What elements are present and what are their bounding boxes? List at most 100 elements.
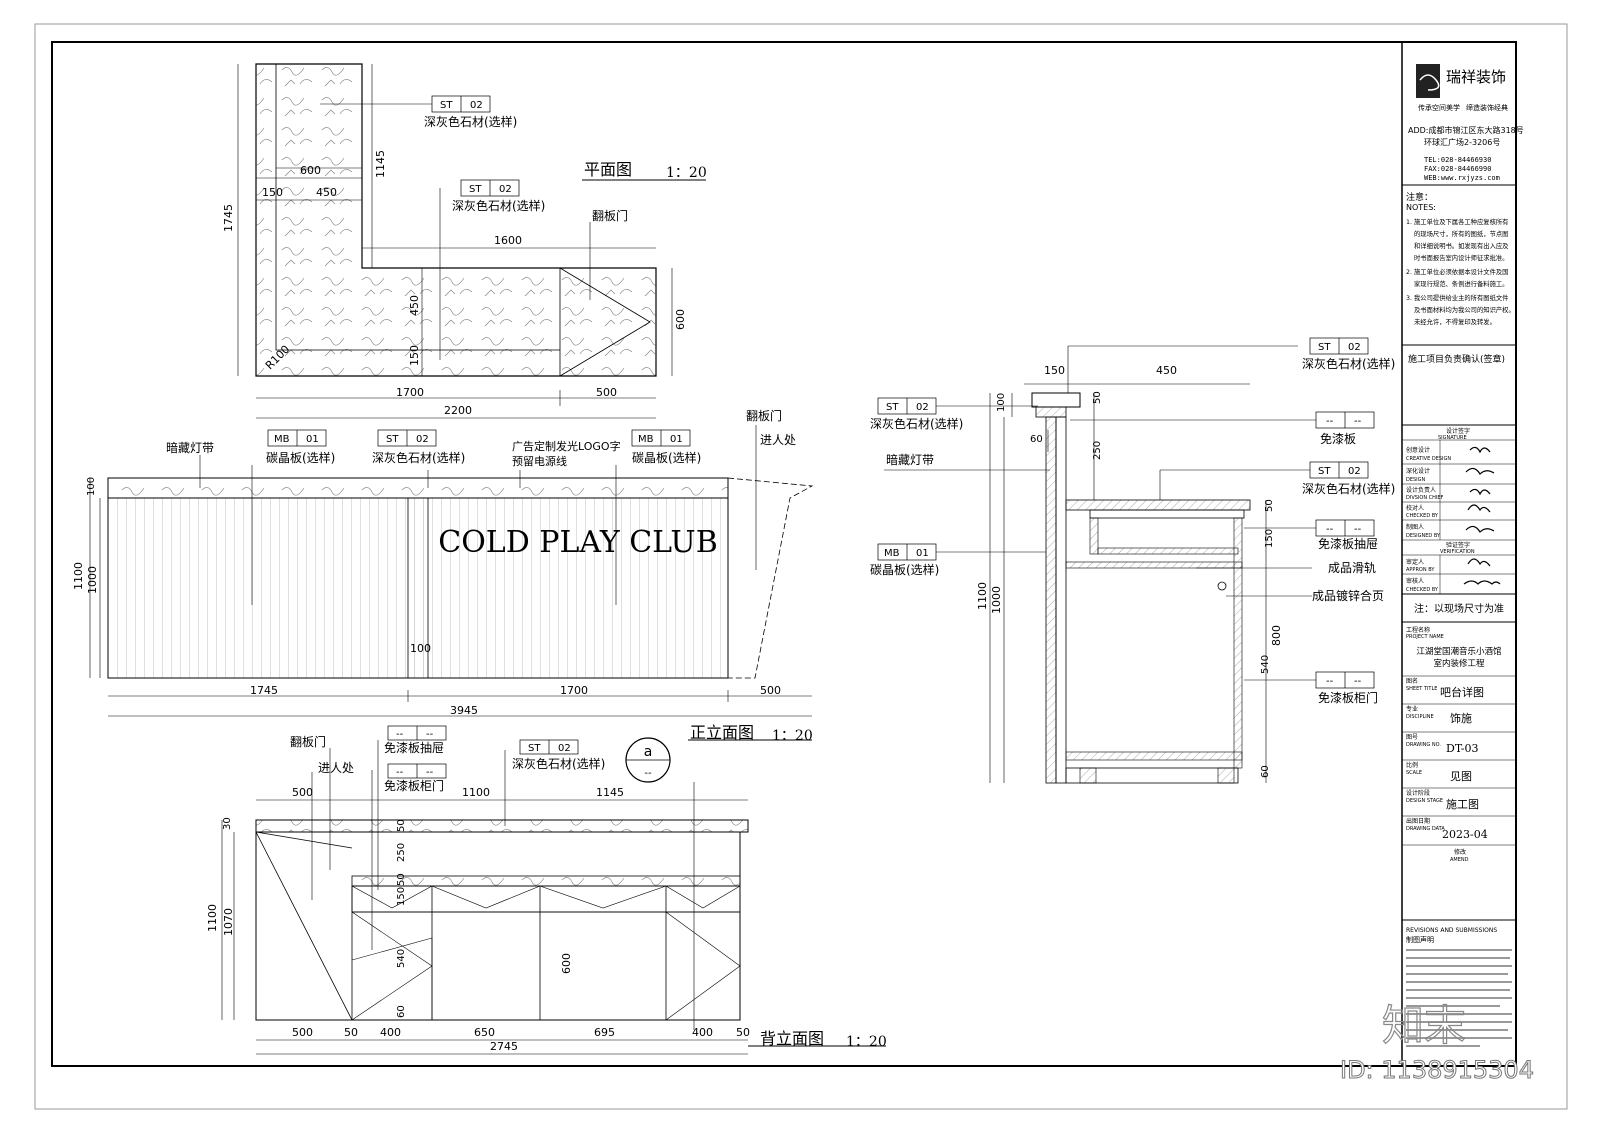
row2-en-2: CHECKED BY [1406, 587, 1439, 593]
front-label-light: 暗藏灯带 [166, 440, 214, 455]
stage-cn: 设计阶段 [1406, 789, 1430, 797]
section-view [884, 345, 1320, 784]
discipline-cn: 专业 [1406, 705, 1418, 713]
sec-label-carbon: 碳晶板(选样) [870, 562, 939, 577]
outer-frame [34, 23, 1568, 1110]
back-dim-30: 30 [222, 817, 233, 830]
plan-dim-150b: 150 [408, 345, 421, 366]
design-sign-en: SIGNATURE [1438, 435, 1467, 441]
notes-title-en: NOTES: [1406, 203, 1436, 212]
plan-dim-1700: 1700 [396, 386, 424, 399]
stage: 施工图 [1446, 798, 1479, 811]
front-tag-mb-1: MB [274, 434, 290, 445]
signature-7 [1463, 580, 1501, 585]
row-en-3: DIVSION CHIEF [1406, 495, 1444, 501]
sec-dim-250: 250 [1092, 441, 1103, 460]
front-dim-100c: 100 [410, 642, 431, 655]
sec-label-cabinet: 免漆板柜门 [1318, 690, 1378, 705]
sec-label-drawer: 免漆板抽屉 [1318, 536, 1378, 551]
front-dim-3945: 3945 [450, 704, 478, 717]
sec-tag-dash-6: -- [1354, 676, 1362, 687]
sec-label-stone-2: 深灰色石材(选样) [1302, 356, 1395, 371]
back-dim-50b: 50 [396, 873, 407, 886]
scale-cn: 比例 [1406, 761, 1418, 769]
back-scale: 1：20 [846, 1034, 887, 1050]
title-block [1402, 64, 1516, 921]
row-cn-5: 制图人 [1406, 523, 1424, 531]
back-tag-02: 02 [558, 743, 571, 754]
back-tag-dash-4: -- [426, 767, 434, 778]
signature-6 [1467, 558, 1491, 567]
plan-dim-600v: 600 [674, 309, 687, 330]
note-line-6: 家现行规范、条例进行备料施工。 [1414, 279, 1508, 288]
back-bdim-500: 500 [292, 1026, 313, 1039]
row-cn-3: 设计负责人 [1406, 486, 1436, 494]
back-dim-150: 150 [396, 887, 407, 906]
back-label-drawer: 免漆板抽屉 [384, 740, 444, 755]
back-label-door: 翻板门 [290, 734, 326, 749]
design-sign-cn: 设计签字 [1446, 427, 1470, 435]
row2-cn-1: 审定人 [1406, 558, 1424, 566]
front-logo-text: COLD PLAY CLUB [438, 525, 718, 560]
front-dim-1000: 1000 [86, 566, 99, 594]
scale-en: SCALE [1406, 770, 1422, 776]
back-dim-2745: 2745 [490, 1040, 518, 1053]
company-fax: FAX:028-84466990 [1424, 165, 1491, 173]
front-scale: 1：20 [772, 728, 813, 744]
front-tag-st: ST [386, 434, 399, 445]
drawing-no: DT-03 [1446, 742, 1478, 755]
sec-dim-60: 60 [1030, 434, 1043, 445]
signature-3 [1469, 488, 1491, 496]
back-dim-1100: 1100 [462, 786, 490, 799]
company-tel: TEL:028-84466930 [1424, 156, 1491, 164]
back-dim-600: 600 [560, 953, 573, 974]
back-label-cabinet: 免漆板柜门 [384, 778, 444, 793]
revisions-title: REVISIONS AND SUBMISSIONS [1406, 927, 1497, 934]
sec-label-stone-3: 深灰色石材(选样) [1302, 481, 1395, 496]
signature-1 [1469, 446, 1491, 454]
back-bdim-400: 400 [380, 1026, 401, 1039]
stage-en: DESIGN STAGE [1406, 798, 1443, 804]
sec-dim-50: 50 [1092, 391, 1103, 404]
plan-dim-1600: 1600 [494, 234, 522, 247]
sheet-en: SHEET TITLE [1406, 686, 1437, 692]
plan-tag-02-1: 02 [470, 100, 483, 111]
back-section-mark: a [644, 744, 653, 760]
inner-frame [51, 41, 1517, 1067]
sec-tag-02-3: 02 [1348, 466, 1361, 477]
drawing-no-en: DRAWING NO. [1406, 742, 1441, 748]
row-en-2: DESIGN [1406, 477, 1426, 483]
project-cn: 工程名称 [1406, 626, 1430, 634]
plan-label-stone-2: 深灰色石材(选样) [452, 198, 545, 213]
note-line-4: 时书面报告室内设计师征求批准。 [1414, 253, 1508, 262]
note-line-9: 未经允许，不得复印及转发。 [1414, 317, 1496, 326]
date: 2023-04 [1442, 828, 1488, 841]
back-label-stone: 深灰色石材(选样) [512, 756, 605, 771]
sec-dim-540: 540 [1260, 655, 1271, 674]
sheet-title: 吧台详图 [1440, 685, 1484, 699]
note-line-3: 和详细说明书。如发现有出入应及 [1414, 241, 1509, 250]
front-label-logo: 广告定制发光LOGO字 [512, 439, 621, 453]
revisions-title-cn: 制图声明 [1406, 935, 1434, 944]
back-dim-1100v: 1100 [206, 904, 219, 932]
date-cn: 出图日期 [1406, 817, 1430, 825]
sec-tag-st-2: ST [1318, 342, 1331, 353]
company-slogan-right: 缔造装饰经典 [1466, 103, 1508, 112]
discipline-en: DISCIPLINE [1406, 714, 1434, 720]
sec-label-stone-1: 深灰色石材(选样) [870, 416, 963, 431]
front-dim-500: 500 [760, 684, 781, 697]
statement-fine-print [1406, 949, 1512, 1047]
back-dim-540: 540 [396, 949, 407, 968]
sec-tag-dash-1: -- [1326, 416, 1334, 427]
note-line-8: 及书面材料均为我公司的知识产权。 [1414, 305, 1515, 314]
sec-tag-st-3: ST [1318, 466, 1331, 477]
back-bdim-400b: 400 [692, 1026, 713, 1039]
company-slogan-left: 传承空间美学 [1418, 103, 1460, 112]
signature-2 [1465, 467, 1495, 475]
row-en-4: CHECKED BY [1406, 513, 1439, 519]
note-line-1: 1. 施工单位及下属各工种应复核所有 [1406, 217, 1508, 226]
back-section-sub: -- [644, 768, 652, 779]
sec-tag-01: 01 [916, 548, 929, 559]
plan-tag-st-1: ST [440, 100, 453, 111]
